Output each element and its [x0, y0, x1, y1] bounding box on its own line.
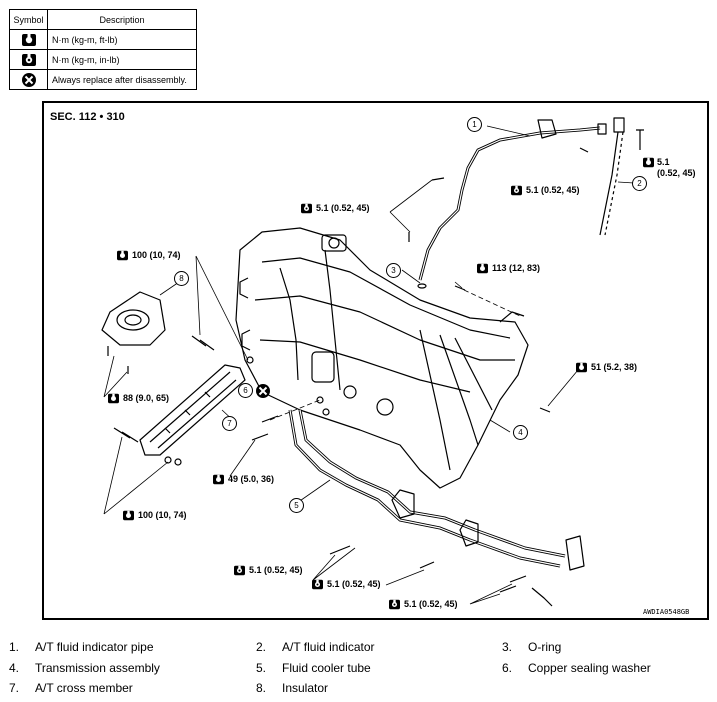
torque-label: 5.1 (0.52, 45): [388, 599, 458, 610]
torque-label: 113 (12, 83): [476, 263, 540, 274]
wrench-in-lb-icon: [389, 599, 400, 610]
callout-7: 7: [222, 416, 237, 431]
torque-label: 49 (5.0, 36): [212, 474, 274, 485]
torque-label: 5.1 (0.52, 45): [300, 203, 370, 214]
torque-value: 100 (10, 74): [132, 250, 181, 260]
torque-value: 88 (9.0, 65): [123, 393, 170, 403]
torque-label: 5.1 (0.52, 45): [510, 185, 580, 196]
cross-member-drawing: [139, 364, 246, 456]
legend-row: N·m (kg-m, in-lb): [9, 49, 197, 70]
list-item: 4.Transmission assembly: [9, 661, 160, 675]
diagram-frame: [42, 101, 709, 620]
list-item: 1.A/T fluid indicator pipe: [9, 640, 154, 654]
wrench-ft-lb-icon: [643, 157, 654, 168]
legend-row: Always replace after disassembly.: [9, 69, 197, 90]
torque-label: 88 (9.0, 65): [107, 393, 169, 404]
torque-value: 113 (12, 83): [492, 263, 541, 273]
fluid-indicator-drawing: [599, 131, 619, 236]
callout-2: 2: [632, 176, 647, 191]
wrench-in-lb-icon: [312, 579, 323, 590]
callout-1: 1: [467, 117, 482, 132]
torque-value: 5.1 (0.52, 45): [316, 203, 370, 213]
list-item: 3.O-ring: [502, 640, 562, 654]
list-item: 6.Copper sealing washer: [502, 661, 651, 675]
torque-value: 49 (5.0, 36): [228, 474, 275, 484]
replace-x-icon: [256, 384, 270, 398]
list-item: 8.Insulator: [256, 681, 329, 695]
callout-3: 3: [386, 263, 401, 278]
wrench-ft-lb-icon: [213, 474, 224, 485]
legend-header-row: Symbol Description: [9, 9, 197, 30]
wrench-ft-lb-icon: [117, 250, 128, 261]
replace-x-icon: [21, 72, 36, 87]
legend-header-description: Description: [47, 9, 197, 30]
o-ring-drawing: [417, 283, 427, 289]
section-label: SEC. 112 • 310: [50, 111, 125, 123]
symbol-legend-table: Symbol Description N·m (kg-m, ft-lb) N·m…: [9, 9, 197, 90]
torque-label: 5.1 (0.52, 45): [233, 565, 303, 576]
torque-value: 100 (10, 74): [138, 510, 187, 520]
torque-value: 5.1 (0.52, 45): [327, 579, 381, 589]
list-item: 5.Fluid cooler tube: [256, 661, 371, 675]
torque-label: 100 (10, 74): [116, 250, 181, 261]
torque-value: 5.1 (0.52, 45): [526, 185, 580, 195]
torque-value: 5.1 (0.52, 45): [249, 565, 303, 575]
torque-label: 51 (5.2, 38): [575, 362, 637, 373]
wrench-in-lb-icon: [511, 185, 522, 196]
figure-code: AWDIA0548GB: [643, 608, 690, 616]
list-item: 2.A/T fluid indicator: [256, 640, 375, 654]
callout-5: 5: [289, 498, 304, 513]
transmission-assembly-drawing: [235, 227, 529, 489]
wrench-in-lb-icon: [234, 565, 245, 576]
wrench-ft-lb-icon: [477, 263, 488, 274]
wrench-ft-lb-icon: [108, 393, 119, 404]
legend-description: Always replace after disassembly.: [47, 69, 197, 90]
torque-label: 100 (10, 74): [122, 510, 187, 521]
fluid-indicator-pipe-drawing: [418, 126, 601, 281]
callout-4: 4: [513, 425, 528, 440]
callout-6: 6: [238, 383, 253, 398]
torque-value: 5.1 (0.52, 45): [404, 599, 458, 609]
torque-label: 5.1 (0.52, 45): [642, 157, 696, 179]
wrench-in-lb-icon: [301, 203, 312, 214]
wrench-ft-lb-icon: [21, 33, 36, 46]
list-item: 7.A/T cross member: [9, 681, 133, 695]
wrench-in-lb-icon: [21, 53, 36, 66]
torque-label: 5.1 (0.52, 45): [311, 579, 381, 590]
legend-header-symbol: Symbol: [9, 9, 48, 30]
wrench-ft-lb-icon: [576, 362, 587, 373]
insulator-drawing: [101, 291, 166, 346]
torque-value: 51 (5.2, 38): [591, 362, 638, 372]
torque-value: 5.1: [657, 157, 670, 167]
callout-8: 8: [174, 271, 189, 286]
torque-value: (0.52, 45): [657, 168, 696, 179]
wrench-ft-lb-icon: [123, 510, 134, 521]
